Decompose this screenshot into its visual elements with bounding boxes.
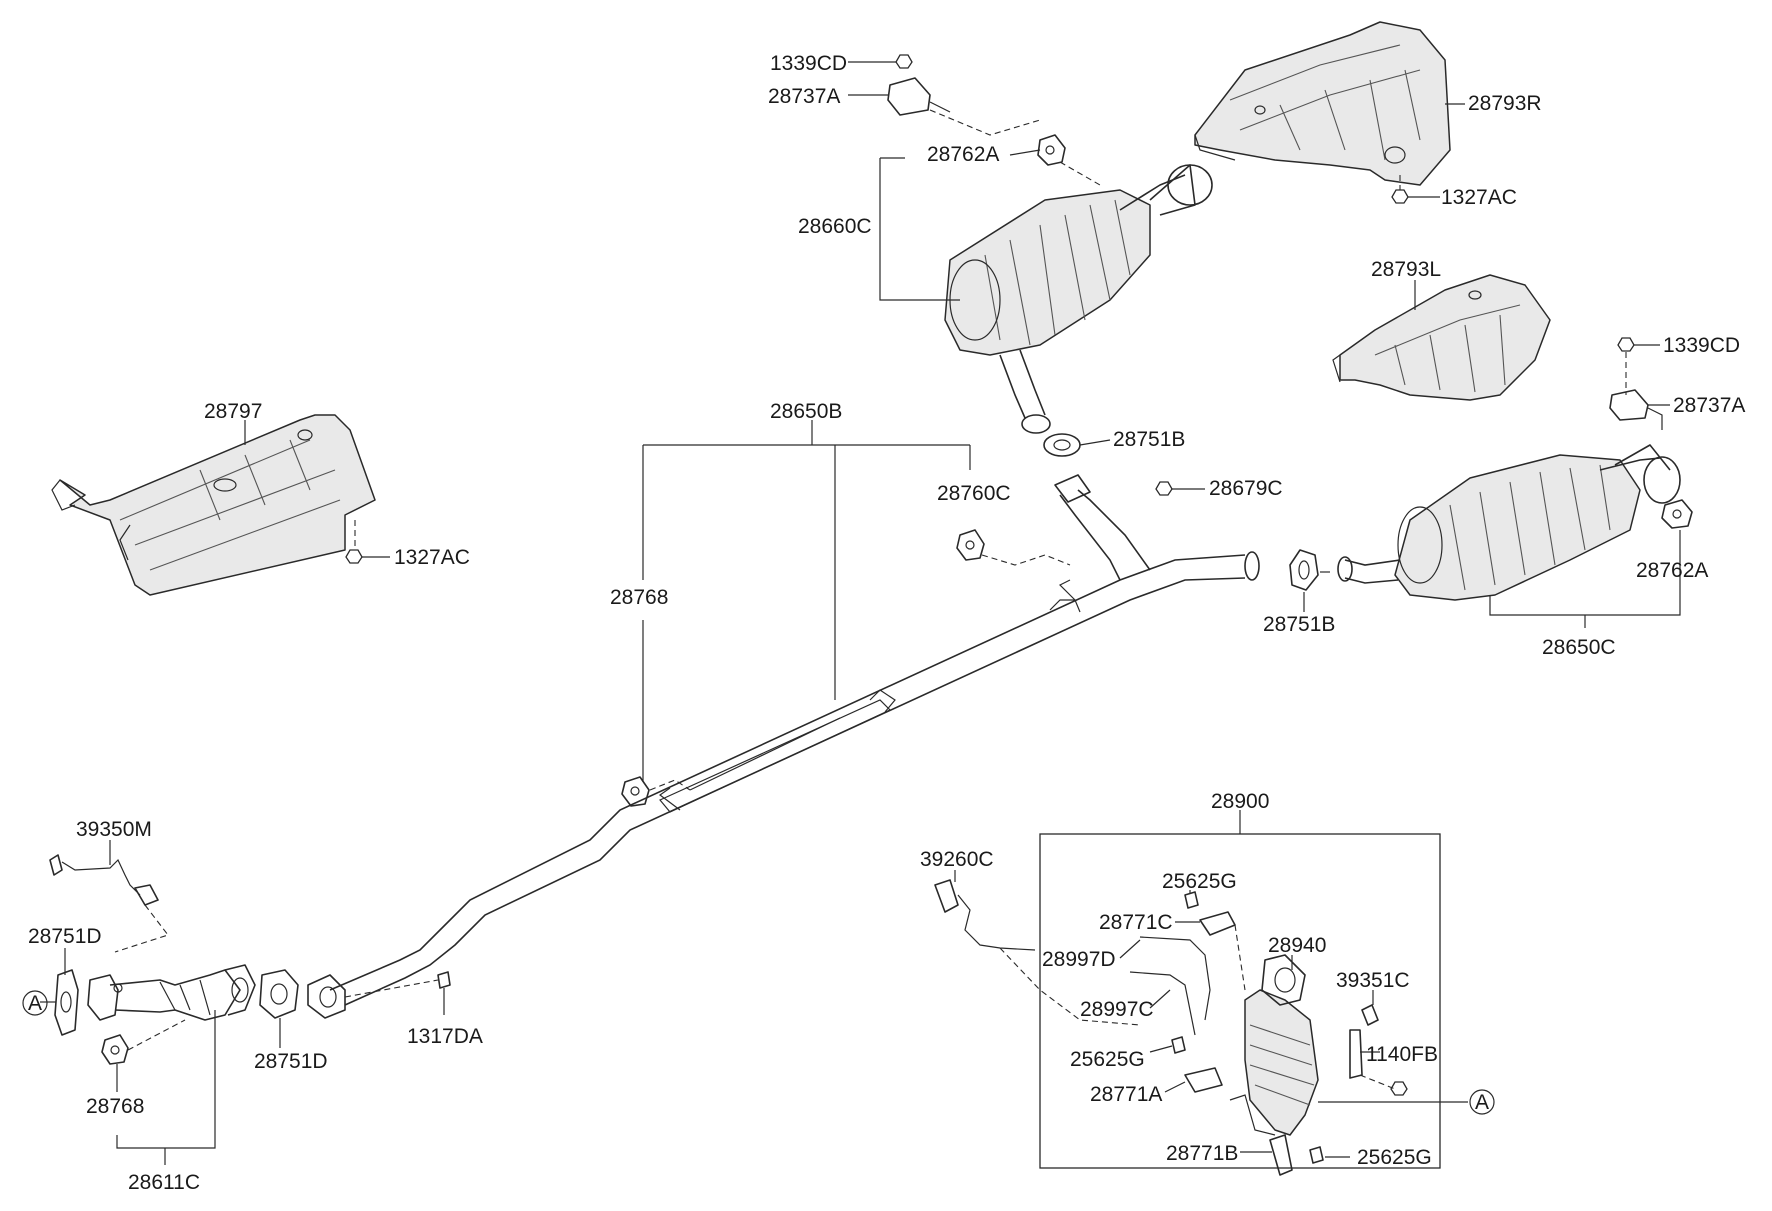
bracket-28737A-right (1609, 389, 1663, 430)
nut-28679C (1155, 481, 1173, 496)
label-28900: 28900 (1211, 790, 1269, 813)
label-28679C: 28679C (1209, 477, 1283, 500)
heat-protector-28797 (51, 414, 376, 596)
label-39350M: 39350M (76, 818, 152, 841)
oxygen-sensor-39351C (1361, 1004, 1379, 1026)
gasket-28751D-left (54, 969, 79, 1036)
label-28737A-top: 28737A (768, 85, 840, 108)
label-1327AC-left: 1327AC (394, 546, 470, 569)
label-39351C: 39351C (1336, 969, 1410, 992)
bolt-1317DA (437, 971, 451, 989)
rear-muffler-28660C (944, 164, 1213, 434)
center-pipe-28650B (307, 474, 1260, 1019)
nut-1339CD-top (895, 54, 913, 69)
rod-28997D (1139, 936, 1211, 1021)
label-1327AC-right: 1327AC (1441, 186, 1517, 209)
label-28762A-right: 28762A (1636, 559, 1708, 582)
rear-muffler-28650C (1337, 444, 1681, 601)
front-pipe-28611C (87, 964, 256, 1021)
svg-text:A: A (1475, 1091, 1489, 1114)
gasket-28751D-mid (259, 969, 299, 1019)
label-28737A-right: 28737A (1673, 394, 1745, 417)
label-28650C: 28650C (1542, 636, 1616, 659)
nut-1327AC-right (1391, 189, 1409, 204)
heat-protector-28793R (1194, 21, 1451, 186)
label-28793R: 28793R (1468, 92, 1542, 115)
label-28940: 28940 (1268, 934, 1326, 957)
reference-marker-right: A (1469, 1089, 1495, 1115)
label-1140FB: 1140FB (1366, 1043, 1438, 1066)
label-28751D-mid: 28751D (254, 1050, 328, 1073)
rubber-hanger-28760C (956, 529, 985, 561)
bracket-1140FB (1349, 1029, 1363, 1079)
label-28611C: 28611C (128, 1171, 200, 1194)
bracket-28771B (1269, 1134, 1293, 1176)
label-28660C: 28660C (798, 215, 872, 238)
label-28650B: 28650B (770, 400, 842, 423)
nut-39351C (1390, 1081, 1408, 1096)
label-25625G-bottom: 25625G (1357, 1146, 1432, 1169)
label-28793L: 28793L (1371, 258, 1441, 281)
label-28997D: 28997D (1042, 948, 1116, 971)
label-28771B: 28771B (1166, 1142, 1238, 1165)
reference-marker-left: A (22, 990, 48, 1016)
oxygen-sensor-39260C (934, 879, 1036, 951)
bracket-28771A (1184, 1067, 1223, 1093)
gasket-28751B-top (1043, 433, 1081, 457)
rubber-hanger-28768-bottom (101, 1034, 129, 1065)
bracket-28737A-top (887, 77, 951, 116)
label-25625G-top: 25625G (1162, 870, 1237, 893)
label-39260C: 39260C (920, 848, 994, 871)
label-28997C: 28997C (1080, 998, 1154, 1021)
catalytic-converter-28940 (1229, 954, 1319, 1136)
oxygen-sensor-39350M (49, 854, 159, 906)
label-1339CD-right: 1339CD (1663, 334, 1740, 357)
gasket-28751B-mid (1289, 549, 1330, 591)
label-28768-mid: 28768 (610, 586, 668, 609)
rubber-hanger-28768-mid (621, 776, 650, 807)
bolt-25625G-bottom (1309, 1146, 1324, 1164)
label-1317DA: 1317DA (407, 1025, 483, 1048)
rod-28997C (1129, 971, 1196, 1036)
rubber-hanger-28762A-right (1661, 499, 1693, 529)
label-28751B-top: 28751B (1113, 428, 1185, 451)
bolt-25625G-mid (1171, 1036, 1186, 1054)
leader-lines (40, 61, 1681, 1165)
label-28797: 28797 (204, 400, 262, 423)
label-28762A-top: 28762A (927, 143, 999, 166)
label-1339CD-top: 1339CD (770, 52, 847, 75)
rubber-hanger-28762A-top (1037, 134, 1066, 166)
part-labels: 1339CD 28737A 28762A 28660C 28793R 1327A… (28, 52, 1745, 1194)
label-28771A: 28771A (1090, 1083, 1162, 1106)
label-25625G-mid: 25625G (1070, 1048, 1145, 1071)
label-28751D-left: 28751D (28, 925, 102, 948)
heat-protector-28793L (1332, 274, 1551, 401)
label-28768-bottom: 28768 (86, 1095, 144, 1118)
svg-text:A: A (28, 992, 42, 1015)
nut-1339CD-right (1617, 337, 1635, 352)
label-28771C: 28771C (1099, 911, 1173, 934)
label-28751B-mid: 28751B (1263, 613, 1335, 636)
bracket-28771C (1199, 911, 1236, 936)
label-28760C: 28760C (937, 482, 1011, 505)
nut-1327AC-left (345, 549, 363, 564)
bolt-25625G-top (1184, 891, 1199, 909)
